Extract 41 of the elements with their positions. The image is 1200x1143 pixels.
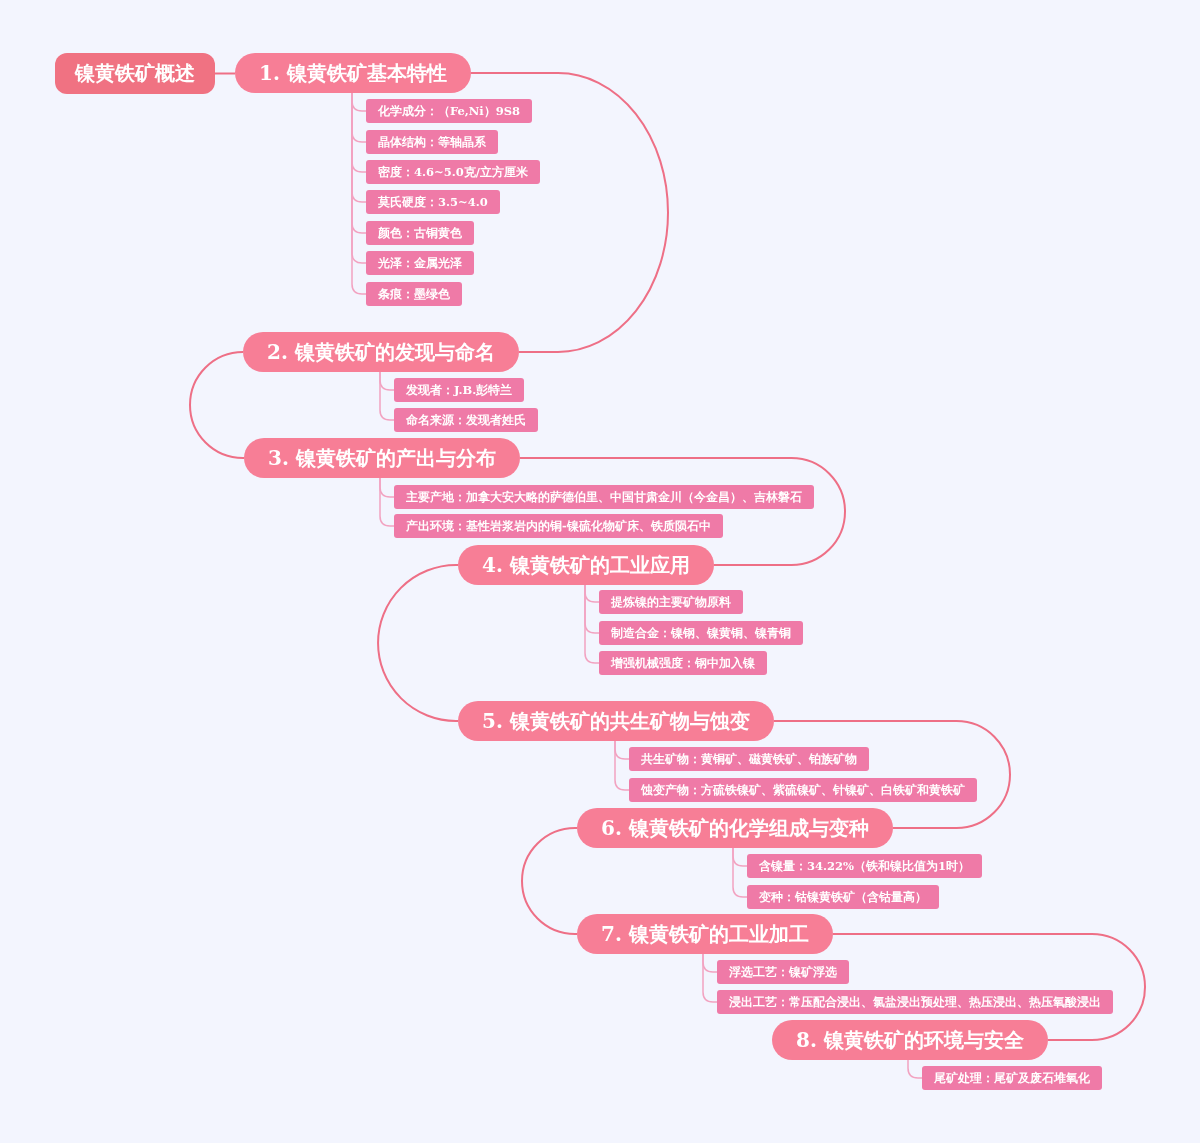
subtopic-box: 晶体结构：等轴晶系	[366, 130, 498, 154]
subtopic-box: 浸出工艺：常压配合浸出、氯盐浸出预处理、热压浸出、热压氧酸浸出	[717, 990, 1113, 1014]
topic-box: 8. 镍黄铁矿的环境与安全	[772, 1020, 1048, 1060]
topic-box: 5. 镍黄铁矿的共生矿物与蚀变	[458, 701, 774, 741]
connector-line	[518, 457, 846, 566]
topic-box: 7. 镍黄铁矿的工业加工	[577, 914, 833, 954]
subtopic-box: 尾矿处理：尾矿及废石堆氧化	[922, 1066, 1102, 1090]
topic-box: 3. 镍黄铁矿的产出与分布	[244, 438, 520, 478]
subtopic-box: 提炼镍的主要矿物原料	[599, 590, 743, 614]
subtopic-box: 蚀变产物：方硫铁镍矿、紫硫镍矿、针镍矿、白铁矿和黄铁矿	[629, 778, 977, 802]
subtopic-box: 变种：钴镍黄铁矿（含钴量高）	[747, 885, 939, 909]
subtopic-box: 莫氏硬度：3.5~4.0	[366, 190, 500, 214]
subtopic-box: 制造合金：镍钢、镍黄铜、镍青铜	[599, 621, 803, 645]
subtopic-box: 浮选工艺：镍矿浮选	[717, 960, 849, 984]
subtopic-box: 主要产地：加拿大安大略的萨德伯里、中国甘肃金川（今金昌）、吉林磐石	[394, 485, 814, 509]
connector-line	[214, 72, 236, 75]
connector-line	[377, 564, 459, 722]
topic-box: 2. 镍黄铁矿的发现与命名	[243, 332, 519, 372]
subtopic-box: 含镍量：34.22%（铁和镍比值为1时）	[747, 854, 982, 878]
connector-line	[772, 720, 1011, 829]
topic-box: 6. 镍黄铁矿的化学组成与变种	[577, 808, 893, 848]
connector-line	[831, 933, 1146, 1041]
subtopic-box: 光泽：金属光泽	[366, 251, 474, 275]
subtopic-box: 命名来源：发现者姓氏	[394, 408, 538, 432]
branch-line	[584, 584, 600, 664]
topic-box: 4. 镍黄铁矿的工业应用	[458, 545, 714, 585]
subtopic-box: 增强机械强度：钢中加入镍	[599, 651, 767, 675]
branch-line	[351, 92, 367, 295]
subtopic-box: 条痕：墨绿色	[366, 282, 462, 306]
subtopic-box: 化学成分：（Fe,Ni）9S8	[366, 99, 533, 123]
branch-line	[907, 1059, 923, 1079]
connector-line	[469, 72, 669, 353]
topic-box: 1. 镍黄铁矿基本特性	[235, 53, 471, 93]
central-topic: 镍黄铁矿概述	[55, 53, 215, 94]
subtopic-box: 颜色：古铜黄色	[366, 221, 474, 245]
subtopic-box: 产出环境：基性岩浆岩内的铜-镍硫化物矿床、铁质陨石中	[394, 514, 723, 538]
subtopic-box: 密度：4.6~5.0克/立方厘米	[366, 160, 540, 184]
connector-line	[521, 827, 578, 935]
connector-line	[189, 351, 245, 459]
subtopic-box: 共生矿物：黄铜矿、磁黄铁矿、铂族矿物	[629, 747, 869, 771]
subtopic-box: 发现者：J.B.彭特兰	[394, 378, 525, 402]
